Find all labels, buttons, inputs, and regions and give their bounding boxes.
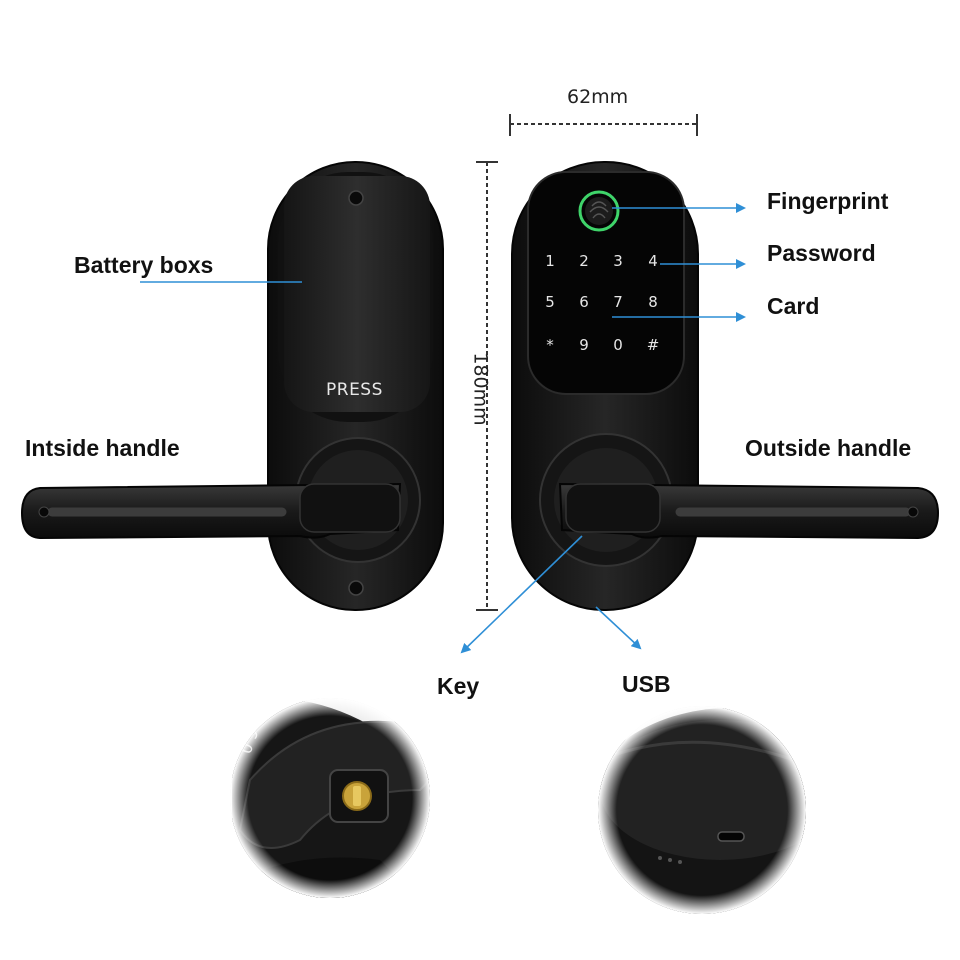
- inside-lock-unit: [20, 161, 444, 611]
- battery-box-label: Battery boxs: [74, 252, 214, 278]
- width-dimension-label: 62mm: [567, 86, 629, 108]
- keypad-key: 8: [648, 293, 658, 311]
- screw-top: [348, 190, 364, 206]
- keypad-key: 9: [579, 336, 589, 354]
- battery-box: [284, 176, 430, 412]
- keypad-key: 7: [613, 293, 623, 311]
- keypad-key: 5: [545, 293, 555, 311]
- keypad-key: 0: [613, 336, 623, 354]
- key-cylinder-detail: 0 9 #: [230, 698, 430, 898]
- keypad-key: 4: [648, 252, 658, 270]
- height-dimension-label: 180mm: [469, 352, 492, 426]
- keypad-key: 2: [579, 252, 589, 270]
- card-label: Card: [767, 293, 820, 319]
- screw-bottom: [348, 580, 364, 596]
- press-label: PRESS: [326, 380, 383, 400]
- keypad-key: *: [546, 336, 554, 354]
- callouts: [140, 203, 746, 654]
- keypad-key: 6: [579, 293, 589, 311]
- fingerprint-icon: [578, 190, 620, 232]
- inside-handle-label: Intside handle: [25, 435, 180, 461]
- outside-lock-unit: 1 2 3 4 5 6 7 8 * 9 0 #: [511, 161, 940, 611]
- key-label: Key: [437, 673, 480, 699]
- width-dimension: [509, 114, 698, 136]
- usb-port-detail: [598, 706, 806, 914]
- keypad-key: #: [647, 336, 660, 354]
- height-dimension: [476, 161, 498, 611]
- password-label: Password: [767, 240, 876, 266]
- keypad-key: 3: [613, 252, 623, 270]
- callout-usb: [595, 606, 642, 650]
- keypad-key: 1: [545, 252, 555, 270]
- callout-key: [460, 535, 583, 654]
- usb-label: USB: [622, 671, 671, 697]
- outside-handle-label: Outside handle: [745, 435, 912, 461]
- fingerprint-label: Fingerprint: [767, 188, 889, 214]
- keypad: 1 2 3 4 5 6 7 8 * 9 0 #: [545, 252, 659, 354]
- keypad-panel: [527, 171, 685, 395]
